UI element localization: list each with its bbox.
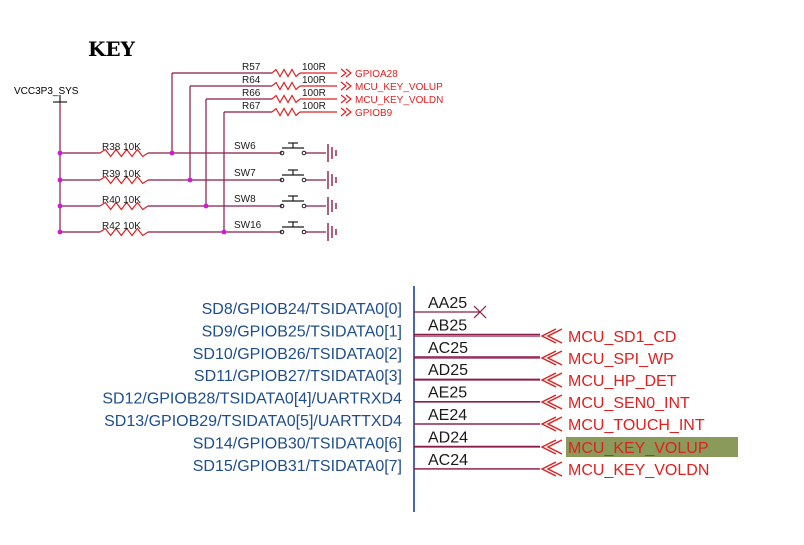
switch-contact-b-1 [301,150,307,156]
resistor-ref-1: R57 [242,62,261,73]
ic-ball-3: AC25 [428,340,468,357]
ic-pin-name-6: SD13/GPIOB29/TSIDATA0[5]/UARTTXD4 [104,413,402,430]
resistor-r57-symbol [271,68,301,78]
net-chevron-b-3 [546,372,563,388]
net-chevron-b-6 [546,439,563,455]
ic-pin-name-3: SD10/GPIOB26/TSIDATA0[2] [193,346,402,363]
switch-contact-a-1 [279,150,285,156]
net-port-label-4: GPIOB9 [355,108,393,119]
resistor-r38-symbol [99,148,149,158]
switch-junction-2 [187,177,193,183]
port-arrow-head-3 [345,94,352,104]
port-arrow-head-1 [345,68,352,78]
net-label-6: MCU_KEY_VOLUP [568,440,709,457]
rail-junction-4 [57,229,63,235]
net-chevron-a-2 [540,350,557,366]
rail-junction-2 [57,177,63,183]
resistor-value-4: 100R [302,101,326,112]
resistor-r42-symbol [99,227,149,237]
ic-pin-name-8: SD15/GPIOB31/TSIDATA0[7] [193,458,402,475]
net-chevron-a-3 [540,372,557,388]
resistor-r64-symbol [271,81,301,91]
no-connect-mark-b [473,305,487,319]
resistor-r66-symbol [271,94,301,104]
switch-contact-a-2 [279,177,285,183]
net-chevron-b-2 [546,350,563,366]
wires-layer [59,72,540,512]
net-highlight-box [566,437,738,457]
net-label-3: MCU_HP_DET [568,373,677,390]
resistor-value-2: 100R [302,75,326,86]
net-chevron-a-5 [540,416,557,432]
resistor-ref-4: R67 [242,101,261,112]
pullup-label-4: R42 10K [102,221,141,232]
switch-junction-1 [169,150,175,156]
pullup-label-2: R39 10K [102,169,141,180]
sheet-title: KEY [88,37,136,61]
power-net-label: VCC3P3_SYS [14,86,79,97]
ic-ball-2: AB25 [428,317,467,334]
net-port-label-3: MCU_KEY_VOLDN [355,95,443,106]
net-chevron-b-4 [546,394,563,410]
net-label-2: MCU_SPI_WP [568,351,674,368]
switch-ref-4: SW16 [234,220,262,231]
switch-ref-2: SW7 [234,168,256,179]
rail-junction-3 [57,203,63,209]
symbols-layer [53,68,738,477]
ic-ball-4: AD25 [428,362,468,379]
net-chevron-a-4 [540,394,557,410]
switch-contact-b-3 [301,203,307,209]
switch-contact-b-2 [301,177,307,183]
port-arrow-1 [340,68,347,78]
ic-pin-name-5: SD12/GPIOB28/TSIDATA0[4]/UARTRXD4 [102,391,402,408]
switch-contact-a-4 [279,229,285,235]
resistor-value-1: 100R [302,62,326,73]
switch-contact-a-3 [279,203,285,209]
switch-ref-1: SW6 [234,141,256,152]
resistor-r67-symbol [271,107,301,117]
net-label-5: MCU_TOUCH_INT [568,417,705,434]
net-chevron-b-1 [546,328,563,344]
switch-junction-4 [221,229,227,235]
switch-ref-3: SW8 [234,194,256,205]
ic-ball-1: AA25 [428,295,467,312]
net-chevron-a-6 [540,439,557,455]
pullup-label-3: R40 10K [102,195,141,206]
port-arrow-head-4 [345,107,352,117]
pullup-label-1: R38 10K [102,142,141,153]
port-arrow-2 [340,81,347,91]
resistor-ref-2: R64 [242,75,261,86]
port-arrow-head-2 [345,81,352,91]
net-label-4: MCU_SEN0_INT [568,395,690,412]
port-arrow-3 [340,94,347,104]
ic-ball-7: AD24 [428,429,468,446]
ic-ball-5: AE25 [428,385,467,402]
net-chevron-a-7 [540,461,557,477]
resistor-r39-symbol [99,175,149,185]
net-label-7: MCU_KEY_VOLDN [568,462,709,479]
net-chevron-b-5 [546,416,563,432]
ic-ball-6: AE24 [428,407,467,424]
switch-contact-b-4 [301,229,307,235]
net-chevron-a-1 [540,328,557,344]
net-port-label-1: GPIOA28 [355,69,398,80]
ic-pin-name-7: SD14/GPIOB30/TSIDATA0[6] [193,435,402,452]
ic-pin-name-4: SD11/GPIOB27/TSIDATA0[3] [194,368,402,385]
switch-junction-3 [203,203,209,209]
net-port-label-2: MCU_KEY_VOLUP [355,82,443,93]
rail-junction-1 [57,150,63,156]
net-label-1: MCU_SD1_CD [568,329,676,346]
port-arrow-4 [340,107,347,117]
resistor-r40-symbol [99,201,149,211]
ic-ball-8: AC24 [428,452,468,469]
resistor-value-3: 100R [302,88,326,99]
net-chevron-b-7 [546,461,563,477]
resistor-ref-3: R66 [242,88,261,99]
ic-pin-name-2: SD9/GPIOB25/TSIDATA0[1] [202,323,402,340]
ic-pin-name-1: SD8/GPIOB24/TSIDATA0[0] [202,301,402,318]
